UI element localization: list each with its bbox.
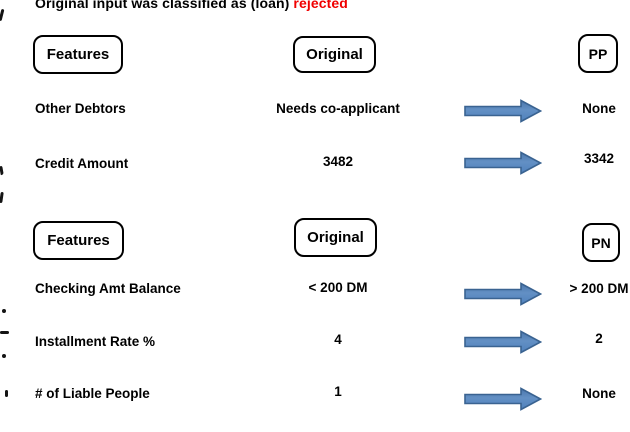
original-header-label: Original (306, 46, 363, 63)
title-text: Original input was classified as (loan) (35, 0, 294, 11)
original-value: 4 (334, 332, 342, 347)
feature-label: Installment Rate % (35, 334, 156, 349)
feature-label: Credit Amount (35, 156, 129, 171)
edge-artifact (2, 354, 6, 358)
result-value: None (582, 386, 616, 401)
result-value: 2 (595, 331, 603, 346)
pn-header-label: PN (591, 234, 611, 251)
edge-artifact (0, 331, 9, 334)
classification-title: Original input was classified as (loan) … (35, 0, 348, 11)
change-arrow-icon (464, 282, 542, 306)
original-header-label: Original (307, 229, 364, 246)
change-arrow-icon (464, 387, 542, 411)
pn-header-box: PN (582, 223, 620, 262)
feature-label: Other Debtors (35, 101, 126, 116)
original-value: 3482 (322, 154, 354, 169)
original-value: < 200 DM (308, 280, 368, 295)
original-value: Needs co-applicant (276, 101, 400, 116)
feature-label: Checking Amt Balance (35, 281, 181, 296)
result-value: > 200 DM (569, 281, 629, 296)
feature-label: # of Liable People (35, 386, 150, 401)
original-header-box-pn: Original (294, 218, 377, 257)
original-value: 1 (334, 384, 342, 399)
result-value: None (582, 101, 616, 116)
original-header-box-pp: Original (293, 36, 376, 73)
features-header-box-pn: Features (33, 221, 124, 260)
change-arrow-icon (464, 99, 542, 123)
change-arrow-icon (464, 330, 542, 354)
title-rejected-label: rejected (293, 0, 348, 11)
change-arrow-icon (464, 151, 542, 175)
pp-header-label: PP (588, 45, 608, 62)
features-header-box-pp: Features (33, 35, 123, 74)
edge-artifact (2, 309, 6, 313)
edge-artifact (0, 8, 5, 22)
edge-artifact (5, 390, 8, 397)
edge-artifact (0, 191, 4, 204)
edge-artifact (0, 165, 4, 176)
pp-header-box: PP (578, 34, 618, 73)
features-header-label: Features (47, 232, 110, 249)
features-header-label: Features (46, 46, 110, 63)
result-value: 3342 (583, 151, 615, 166)
